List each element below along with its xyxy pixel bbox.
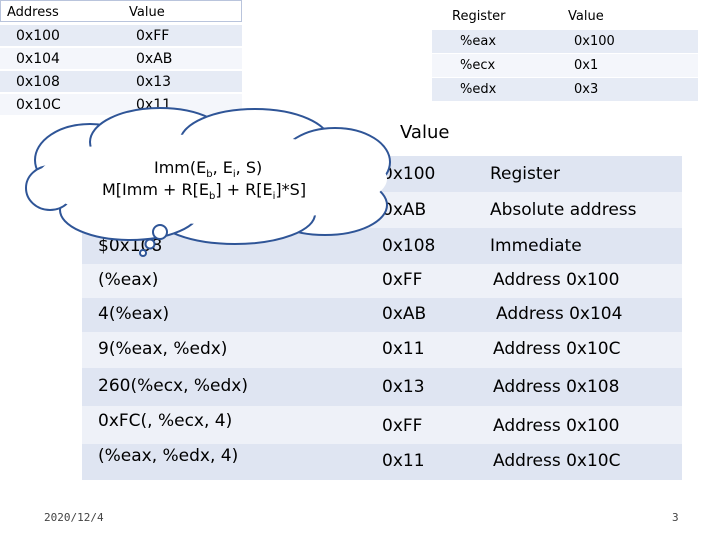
register-header-register: Register [452, 9, 506, 24]
memory-table: Address Value 0x100 0xFF 0x104 0xAB 0x10… [0, 0, 242, 120]
table-row: %edx 0x3 [432, 78, 698, 101]
table-row: %eax 0x100 [432, 30, 698, 53]
table-row: (%eax, %edx, 4) 0x11 Address 0x10C [82, 444, 682, 480]
callout-line-1: Imm(Eb, Ei, S) [154, 158, 263, 181]
table-row: 0x100 0xFF [0, 25, 242, 46]
table-row: 0xFC(, %ecx, 4) 0xFF Address 0x100 [82, 406, 682, 444]
operand-value: 0xAB [382, 304, 427, 324]
memory-address: 0x108 [16, 74, 60, 90]
memory-value: 0x13 [136, 74, 172, 90]
operand-comment: Address 0x10C [493, 451, 621, 471]
memory-address: 0x104 [16, 51, 60, 67]
operand-value: 0x100 [382, 164, 436, 184]
register-table-header: Register Value [432, 0, 698, 30]
operand-text: 260(%ecx, %edx) [98, 376, 249, 396]
operand-value: 0x11 [382, 451, 425, 471]
operand-comment: Address 0x100 [493, 416, 620, 436]
table-row: 260(%ecx, %edx) 0x13 Address 0x108 [82, 368, 682, 406]
operand-comment: Absolute address [490, 200, 637, 220]
table-row: 4(%eax) 0xAB Address 0x104 [82, 298, 682, 332]
register-value: 0x1 [574, 58, 599, 73]
footer-date: 2020/12/4 [44, 511, 104, 524]
table-row: 9(%eax, %edx) 0x11 Address 0x10C [82, 332, 682, 368]
memory-value: 0x11 [136, 97, 172, 113]
callout-line-2: M[Imm + R[Eb] + R[Ei]*S] [102, 180, 307, 203]
operand-text: (%eax) [98, 270, 159, 290]
operand-comment: Address 0x108 [493, 377, 620, 397]
operand-comment: Register [490, 164, 560, 184]
operand-comment: Immediate [490, 236, 582, 256]
memory-value: 0xAB [136, 51, 173, 67]
operand-text: 0xFC(, %ecx, 4) [98, 411, 233, 431]
table-row: 0x10C 0x11 [0, 94, 242, 115]
operand-text: 9(%eax, %edx) [98, 339, 228, 359]
memory-value: 0xFF [136, 28, 170, 44]
memory-table-header: Address Value [0, 0, 242, 22]
memory-header-address: Address [7, 5, 59, 20]
register-name: %ecx [460, 58, 496, 73]
page-number: 3 [672, 511, 679, 524]
operand-value: 0xAB [382, 200, 427, 220]
memory-address: 0x10C [16, 97, 61, 113]
memory-address: 0x100 [16, 28, 60, 44]
operand-value: 0x13 [382, 377, 425, 397]
register-value: 0x100 [574, 34, 615, 49]
operand-value: 0xFF [382, 270, 423, 290]
memory-header-value: Value [129, 5, 165, 20]
operand-comment: Address 0x104 [496, 304, 623, 324]
table-row: 0x108 0x13 [0, 71, 242, 92]
operand-comment: Address 0x100 [493, 270, 620, 290]
operand-text: $0x108 [98, 236, 163, 256]
operand-value: 0xFF [382, 416, 423, 436]
operand-comment: Address 0x10C [493, 339, 621, 359]
operand-value: 0x108 [382, 236, 436, 256]
register-name: %eax [460, 34, 497, 49]
operand-text: 4(%eax) [98, 304, 170, 324]
operand-text: (%eax, %edx, 4) [98, 446, 239, 466]
table-row: (%eax) 0xFF Address 0x100 [82, 264, 682, 298]
table-row: %ecx 0x1 [432, 54, 698, 77]
register-header-value: Value [568, 9, 604, 24]
operand-value: 0x11 [382, 339, 425, 359]
table-row: $0x108 0x108 Immediate [82, 228, 682, 264]
register-value: 0x3 [574, 82, 599, 97]
register-name: %edx [460, 82, 497, 97]
table-row: 0x104 0xAB [0, 48, 242, 69]
operand-header-value: Value [400, 122, 450, 143]
